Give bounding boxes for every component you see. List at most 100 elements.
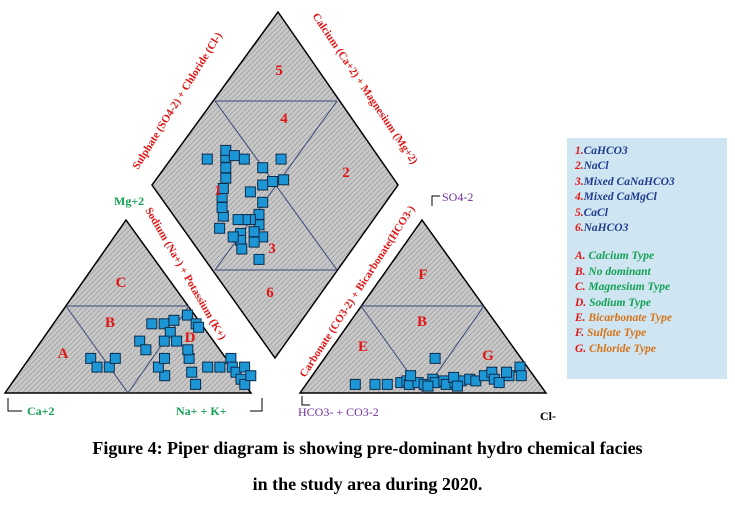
zone-label-3: 3 (268, 241, 276, 257)
legend-letter: D. (575, 296, 587, 309)
zone-label-c: C (116, 275, 127, 291)
legend-letter: B. (575, 265, 586, 278)
diamond-sample-point (227, 231, 239, 243)
anion-sample-point (422, 380, 434, 392)
legend-facies-b: B. No dominant (575, 265, 727, 280)
zone-label-d: D (185, 330, 196, 346)
diamond-sample-point (257, 196, 269, 208)
cation-sample-point (193, 321, 205, 333)
zone-label-1: 1 (214, 183, 222, 199)
cation-sample-point (202, 361, 214, 373)
legend-letter: A. (575, 250, 586, 263)
cation-sample-point (214, 361, 226, 373)
legend-facies-g: G. Chloride Type (575, 342, 727, 357)
anion-sample-point (501, 366, 512, 378)
diamond-sample-point (248, 226, 260, 238)
so4-corner-label: SO4-2 (442, 190, 473, 204)
diamond-sample-point (228, 150, 240, 162)
diamond-sample-point (275, 153, 287, 165)
hco3-corner-bracket (301, 396, 310, 406)
cation-sample-point (140, 344, 152, 356)
legend-text: NaHCO3 (583, 222, 629, 235)
cation-sample-point (186, 366, 198, 378)
ca-corner-label: Ca+2 (27, 404, 55, 418)
cation-divider-left (65, 305, 129, 394)
diamond-sample-point (216, 202, 228, 213)
cation-sample-point (159, 370, 171, 382)
legend-letter: G. (575, 342, 587, 355)
cation-sample-point (109, 352, 121, 364)
figure-caption-line-1: Figure 4: Piper diagram is showing pre-d… (92, 438, 643, 458)
nak-corner-bracket (250, 398, 263, 412)
mg-corner-label: Mg+2 (114, 194, 144, 208)
legend-row-4: 4.Mixed CaMgCl (575, 190, 727, 205)
cation-sample-point (182, 344, 194, 356)
zone-label-e: E (358, 339, 368, 355)
cation-sample-point (91, 361, 103, 373)
cation-sample-point (159, 352, 170, 364)
anion-sample-point (349, 378, 361, 390)
diamond-sample-point (244, 186, 256, 198)
diamond-sample-point (278, 174, 290, 186)
legend-num: 6. (575, 222, 584, 235)
legend-num: 5. (575, 206, 584, 219)
anion-sample-point (429, 352, 441, 364)
cation-sample-point (239, 361, 251, 373)
zone-label-f: F (418, 267, 427, 283)
legend-row-3: 3.Mixed CaNaHCO3 (575, 175, 727, 190)
cation-sample-point (181, 309, 193, 321)
legend-num: 2. (575, 160, 584, 173)
anion-points (349, 352, 527, 392)
diamond-sample-point (257, 162, 269, 174)
anion-sample-point (451, 380, 463, 392)
legend-facies-e: E. Bicarbonate Type (575, 311, 727, 326)
legend-facies-text: Calcium Type (588, 250, 655, 263)
legend-row-6: 6.NaHCO3 (575, 221, 727, 236)
cation-sample-point (164, 326, 176, 338)
legend-facies-d: D. Sodium Type (575, 296, 727, 311)
legend-row-1: 1.CaHCO3 (575, 144, 727, 159)
legend-text: Mixed CaNaHCO3 (583, 175, 675, 188)
ca-corner-bracket (7, 398, 22, 412)
cation-sample-point (158, 335, 170, 347)
anion-sample-point (381, 378, 393, 390)
cation-sample-point (146, 318, 158, 330)
zone-label-2: 2 (342, 165, 350, 181)
anion-sample-point (405, 370, 417, 382)
cation-sample-point (171, 335, 183, 347)
cation-sample-point (103, 361, 115, 373)
cation-sample-point (168, 314, 180, 326)
legend-num: 1. (575, 145, 584, 157)
diamond-sample-point (238, 153, 250, 165)
zone-label-5: 5 (275, 63, 283, 79)
cation-sample-point (239, 378, 251, 390)
cl-corner-label: Cl- (540, 409, 556, 423)
cation-sample-point (134, 335, 146, 347)
diamond-sample-point (236, 243, 248, 255)
nak-corner-label: Na+ + K+ (176, 404, 227, 418)
diamond-points (201, 144, 290, 265)
diamond-sample-point (201, 153, 213, 165)
diamond-sample-point (220, 172, 232, 184)
figure-caption-line-2: in the study area during 2020. (252, 474, 483, 494)
legend-text: CaCl (583, 206, 608, 219)
diamond-sample-point (248, 236, 260, 248)
legend-num: 3. (575, 175, 584, 188)
diamond-sample-point (267, 176, 278, 187)
legend-letter: C. (575, 281, 586, 294)
legend-text: NaCl (583, 160, 609, 173)
zone-label-g: G (482, 348, 494, 364)
legend-facies-text: Chloride Type (589, 342, 657, 355)
legend-text: CaHCO3 (583, 145, 628, 157)
legend-row-2: 2.NaCl (575, 159, 727, 174)
zone-label-b-cation: B (105, 315, 115, 331)
legend-text: Mixed CaMgCl (583, 191, 657, 204)
anion-sample-point (515, 370, 527, 382)
piper-diagram: C B A D Ca+2 Na+ + K+ Mg+2 Sodium (Na+) … (3, 10, 556, 423)
legend-row-5: 5.CaCl (575, 206, 727, 221)
legend-facies-text: Sulfate Type (586, 327, 647, 340)
zone-label-4: 4 (280, 111, 288, 127)
legend-num: 4. (575, 191, 584, 204)
legend-facies-text: Bicarbonate Type (588, 312, 672, 325)
cation-points (85, 309, 257, 390)
